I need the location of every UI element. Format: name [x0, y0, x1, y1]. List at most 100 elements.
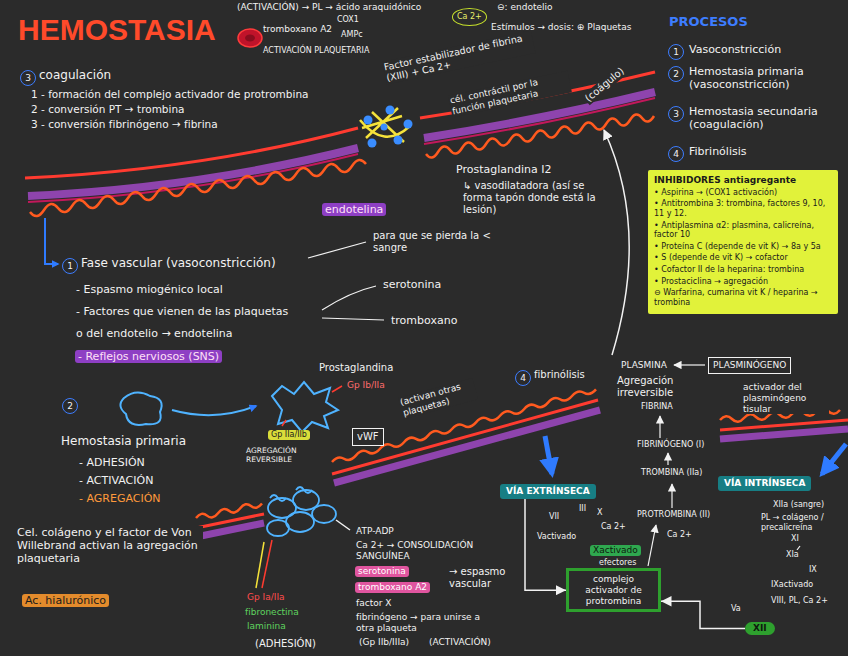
- annotation-text: o del endotelio → endotelina: [75, 327, 233, 340]
- annotation-text: factor X: [355, 598, 392, 609]
- annotation-text: X: [596, 508, 603, 518]
- callout-number: 4: [515, 370, 531, 386]
- annotation-text: IXactivado: [770, 580, 814, 590]
- annotation-text: - ADHESIÓN: [78, 456, 146, 469]
- box-text: • Antiplasmina α2: plasmina, calicreína,…: [654, 221, 832, 240]
- annotation-text: PROTROMBINA (II): [636, 510, 711, 520]
- box-text: vWF: [357, 431, 379, 443]
- platelet-cluster: [267, 487, 336, 536]
- callout-number: 3: [668, 106, 684, 122]
- annotation-text: (ADHESIÓN): [254, 638, 317, 650]
- annotation-text: (ACTIVACIÓN) → PL → ácido araquidónico: [236, 2, 422, 13]
- annotation-text: - Reflejos nerviosos (SNS): [75, 350, 222, 363]
- annotation-text: Hemostasia secundaria (coagulación): [688, 105, 845, 131]
- callout-number: 4: [668, 146, 684, 162]
- annotation-text: XI: [790, 534, 800, 544]
- annotation-text: Prostaglandina I2: [455, 163, 552, 176]
- annotation-text: fibronectina: [244, 607, 300, 618]
- clot-figure: [360, 106, 413, 148]
- factor-pill: XII: [745, 622, 775, 635]
- callout-number: 2: [668, 66, 684, 82]
- annotation-text: Hemostasia primaria (vasoconstricción): [688, 65, 845, 91]
- annotation-text: PL → colágeno / precalicreína: [760, 513, 847, 532]
- box-text: • S (depende de vit K) → cofactor: [654, 253, 832, 263]
- annotation-text: FIBRINA: [640, 402, 674, 412]
- annotation-text: Prostaglandina: [318, 362, 394, 374]
- box-text: • Cofactor II de la heparina: trombina: [654, 265, 832, 275]
- annotation-text: PLASMINA: [620, 360, 668, 371]
- annotation-text: - Espasmo miogénico local: [75, 283, 224, 296]
- annotation-text: Vasoconstricción: [688, 43, 782, 56]
- annotation-text: - ACTIVACIÓN: [78, 474, 154, 487]
- annotation-text: Ca 2+: [600, 522, 627, 532]
- annotation-text: activador del plasminógeno tisular: [742, 382, 829, 414]
- annotation-text: Ac. hialurónico: [22, 594, 109, 607]
- annotation-text: serotonina: [355, 566, 409, 577]
- annotation-text: Estímulos → dosis: ⊕ Plaquetas: [490, 22, 632, 33]
- annotation-text: VII: [548, 512, 560, 522]
- annotation-text: ATP-ADP: [355, 526, 395, 537]
- section-heading: PROCESOS: [668, 14, 749, 30]
- box-text: • Aspirina → (COX1 activación): [654, 188, 832, 198]
- leader-lines: [45, 218, 58, 264]
- box-text: complejo activador de protrombina: [573, 574, 654, 606]
- pathway-box: VÍA EXTRÍNSECA: [500, 484, 596, 499]
- annotation-text: laminina: [246, 621, 287, 632]
- annotation-text: 1 - formación del complejo activador de …: [30, 88, 310, 101]
- annotation-text: Vactivado: [536, 532, 577, 542]
- annotation-text: 3 - conversión fibrinógeno → fibrina: [30, 118, 219, 131]
- annotation-text: tromboxano: [390, 314, 458, 327]
- diagram-title: HEMOSTASIA: [18, 12, 216, 48]
- annotation-text: ACTIVACIÓN PLAQUETARIA: [262, 46, 370, 56]
- annotation-text: (Gp IIb/IIIa): [358, 637, 410, 648]
- annotation-text: Gp Ib/IIa: [346, 380, 386, 391]
- annotation-text: Agregación irreversible: [616, 375, 708, 399]
- callout-number: 1: [62, 258, 78, 274]
- callout-number: 2: [62, 398, 78, 414]
- annotation-text: Ca 2+ → CONSOLIDACIÓN SANGUÍNEA: [355, 540, 482, 562]
- annotation-text: Va: [730, 604, 742, 614]
- box-text: VÍA INTRÍNSECA: [724, 478, 805, 489]
- pathway-box: VÍA INTRÍNSECA: [718, 476, 811, 491]
- annotation-text: - AGREGACIÓN: [78, 492, 162, 505]
- box-text: VÍA EXTRÍNSECA: [506, 486, 590, 497]
- blood-cell-icon: [238, 29, 262, 47]
- annotation-text: VIII, PL, Ca 2+: [770, 596, 829, 606]
- annotation-text: efectores: [598, 558, 637, 568]
- annotation-text: coagulación: [38, 68, 112, 82]
- adhesion-marks: [256, 520, 350, 588]
- annotation-text: TROMBINA (IIa): [640, 468, 703, 478]
- annotation-text: Fibrinólisis: [688, 145, 747, 158]
- box-text: • Proteína C (depende de vit K) → 8a y 5…: [654, 242, 832, 252]
- plasminogen-box: PLASMINÓGENO: [708, 357, 791, 374]
- box-text: XII: [753, 623, 767, 634]
- annotation-text: serotonina: [382, 278, 442, 291]
- annotation-text: (ACTIVACIÓN): [428, 637, 492, 648]
- callout-number: 1: [668, 44, 684, 60]
- platelet-figure: [120, 382, 338, 432]
- annotation-text: para que se pierda la < sangre: [372, 230, 494, 254]
- annotation-text: Gp Ia/IIa: [246, 592, 286, 603]
- annotation-text: → espasmo vascular: [448, 566, 520, 590]
- box-text: • Antitrombina 3: trombina, factores 9, …: [654, 199, 832, 218]
- box-text: ⊖ Warfarina, cumarina vit K / heparina →…: [654, 288, 832, 307]
- annotation-text: fibrinógeno → para unirse a otra plaquet…: [355, 612, 492, 634]
- annotation-text: 2 - conversión PT → trombina: [30, 103, 186, 116]
- annotation-text: Hemostasia primaria: [60, 434, 187, 448]
- annotation-text: Fase vascular (vasoconstricción): [80, 256, 277, 270]
- box-text: PLASMINÓGENO: [713, 360, 786, 371]
- receptor-marks: [282, 386, 342, 426]
- annotation-text: tromboxano A2: [355, 582, 430, 593]
- annotation-text: tromboxano A2: [262, 24, 333, 35]
- annotation-text: endotelina: [322, 203, 386, 216]
- annotation-text: Xactivado: [590, 545, 641, 556]
- annotation-text: IX: [808, 565, 818, 575]
- flow-connector: [525, 499, 566, 590]
- annotation-text: FIBRINÓGENO (I): [636, 440, 705, 450]
- annotation-text: COX1: [336, 15, 360, 25]
- callout-number: 3: [20, 70, 36, 86]
- annotation-text: ↳ vasodilatadora (así se forma tapón don…: [462, 180, 599, 216]
- annotation-text: Gp IIa/IIb: [268, 430, 310, 440]
- vwf-box: vWF: [352, 428, 384, 446]
